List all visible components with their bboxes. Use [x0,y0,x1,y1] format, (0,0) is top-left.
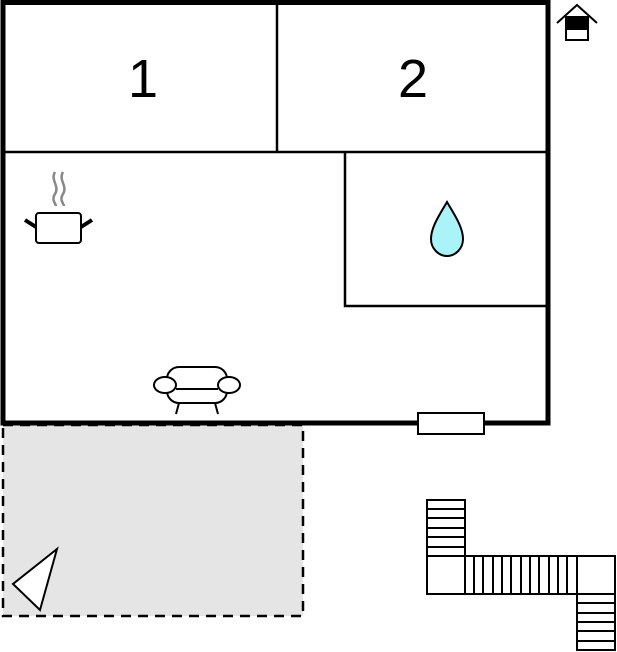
window [417,412,485,435]
triangle-marker-icon [11,546,59,612]
room-label-2: 2 [397,49,429,109]
staircase-icon [426,499,616,651]
wall-bathroom [343,152,548,308]
room-label-1: 1 [127,49,159,109]
terrace-area [1,423,305,618]
outer-walls [0,0,551,426]
cooking-pot-icon [23,171,94,244]
water-drop-icon [429,200,465,258]
house-icon [556,3,598,41]
armchair-icon [153,366,241,415]
